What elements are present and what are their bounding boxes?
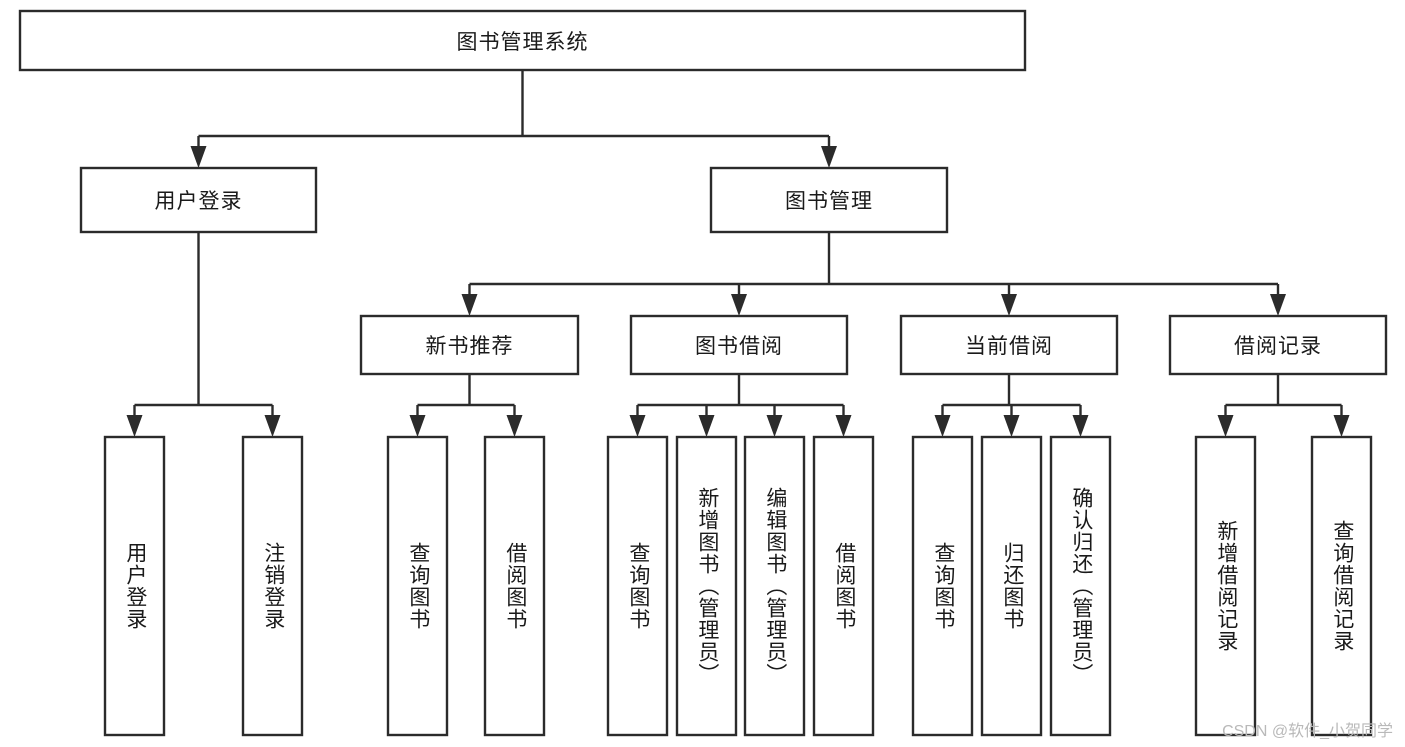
arrow-head-icon xyxy=(1072,415,1089,437)
node-box-new-book-recommend[interactable] xyxy=(359,314,580,376)
box-layer xyxy=(18,9,1388,737)
node-box-root[interactable] xyxy=(18,9,1027,72)
arrow-head-icon xyxy=(1333,415,1350,437)
arrow-head-icon xyxy=(506,415,523,437)
arrow-head-icon xyxy=(1217,415,1234,437)
node-box-leaf-query-book-current[interactable] xyxy=(911,435,974,737)
node-box-leaf-return-book[interactable] xyxy=(980,435,1043,737)
arrow-head-icon xyxy=(1270,294,1286,316)
node-box-leaf-logout[interactable] xyxy=(241,435,304,737)
node-box-current-borrow[interactable] xyxy=(899,314,1119,376)
arrow-head-icon xyxy=(190,146,207,168)
arrow-head-icon xyxy=(731,294,747,316)
arrow-head-icon xyxy=(126,415,143,437)
node-box-leaf-query-book-rec[interactable] xyxy=(386,435,449,737)
arrow-head-icon xyxy=(934,415,951,437)
edge-layer xyxy=(126,70,1350,437)
node-box-leaf-confirm-return[interactable] xyxy=(1049,435,1112,737)
arrow-head-icon xyxy=(629,415,646,437)
arrow-head-icon xyxy=(821,146,837,168)
node-box-leaf-query-book-borrow[interactable] xyxy=(606,435,669,737)
node-box-leaf-add-book[interactable] xyxy=(675,435,738,737)
arrow-head-icon xyxy=(264,415,281,437)
arrow-head-icon xyxy=(766,415,783,437)
node-box-user-login[interactable] xyxy=(79,166,318,234)
node-box-book-manage[interactable] xyxy=(709,166,949,234)
node-box-leaf-edit-book[interactable] xyxy=(743,435,806,737)
arrow-head-icon xyxy=(1003,415,1020,437)
node-box-leaf-user-login[interactable] xyxy=(103,435,166,737)
node-box-book-borrow[interactable] xyxy=(629,314,849,376)
node-box-leaf-add-record[interactable] xyxy=(1194,435,1257,737)
node-box-leaf-borrow-book[interactable] xyxy=(812,435,875,737)
node-box-borrow-record[interactable] xyxy=(1168,314,1388,376)
arrow-head-icon xyxy=(409,415,426,437)
arrow-head-icon xyxy=(461,294,478,316)
arrow-head-icon xyxy=(1001,294,1017,316)
node-box-leaf-borrow-book-rec[interactable] xyxy=(483,435,546,737)
arrow-head-icon xyxy=(698,415,715,437)
node-box-leaf-query-record[interactable] xyxy=(1310,435,1373,737)
arrow-head-icon xyxy=(835,415,852,437)
